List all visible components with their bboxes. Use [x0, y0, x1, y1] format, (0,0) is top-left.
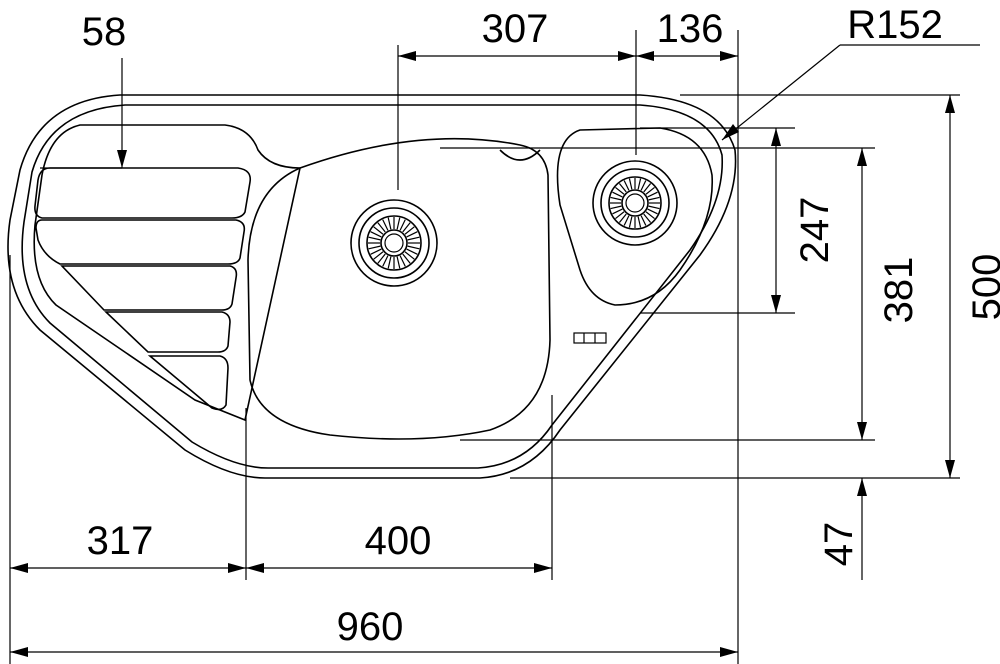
- drainer-groove-4: [104, 311, 231, 353]
- strainer-slot: [377, 253, 386, 264]
- strainer-slot: [377, 222, 386, 233]
- strainer-slot: [373, 251, 384, 260]
- strainer-slot: [396, 256, 401, 269]
- label-400: 400: [365, 519, 432, 563]
- dim-960: [10, 647, 738, 657]
- drainer-groove-5: [147, 355, 229, 411]
- strainer-slot: [368, 236, 381, 241]
- drainer-groove-1: [34, 167, 252, 219]
- main-drain: [350, 199, 438, 287]
- drainer-groove-3: [60, 265, 238, 311]
- label-317: 317: [87, 519, 154, 563]
- strainer-slot: [402, 222, 411, 233]
- strainer-slot: [648, 196, 660, 201]
- sink-inner-rim: [21, 104, 724, 469]
- strainer-slot: [404, 251, 415, 260]
- strainer-slot: [370, 248, 382, 255]
- dim-136: [635, 30, 739, 664]
- strainer-slot: [407, 245, 420, 250]
- small-drain: [592, 160, 678, 246]
- dim-317-400: [9, 255, 553, 664]
- strainer-slot: [407, 236, 420, 241]
- drainer-inner-edge: [33, 124, 301, 422]
- strainer-slot: [645, 211, 655, 220]
- strainer-slot: [404, 226, 415, 235]
- strainer-slot: [637, 178, 642, 190]
- label-136: 136: [657, 7, 724, 51]
- dim-500: [510, 94, 960, 479]
- strainer-slot: [647, 191, 658, 198]
- strainer-slot: [628, 216, 633, 228]
- strainer-slot: [615, 186, 625, 195]
- strainer-slot: [640, 215, 647, 226]
- strainer-slot: [399, 219, 406, 231]
- strainer-slot: [647, 208, 658, 215]
- label-960: 960: [337, 605, 404, 649]
- strainer-slot: [618, 183, 627, 193]
- main-bowl-rim-curve: [499, 149, 541, 161]
- label-381: 381: [877, 257, 921, 324]
- strainer-slot: [382, 255, 389, 267]
- dim-47: [857, 478, 867, 580]
- strainer-slot: [645, 186, 655, 195]
- strainer-slot: [406, 231, 418, 238]
- strainer-slot: [623, 215, 630, 226]
- strainer-slot: [396, 217, 401, 230]
- strainer-slot: [643, 183, 652, 193]
- strainer-slot: [615, 211, 625, 220]
- strainer-slot: [387, 217, 392, 230]
- overflow-slot: [573, 332, 607, 344]
- label-500: 500: [965, 254, 1000, 321]
- strainer-slot: [612, 191, 623, 198]
- strainer-slot: [640, 180, 647, 191]
- dim-307: [397, 45, 636, 190]
- label-r152: R152: [847, 3, 943, 47]
- drainer-groove-2: [35, 219, 246, 265]
- strainer-slot: [637, 216, 642, 228]
- dim-58: [40, 58, 127, 169]
- dim-247: [640, 127, 795, 314]
- strainer-slot: [643, 213, 652, 223]
- strainer-slot: [612, 208, 623, 215]
- strainer-slot: [406, 248, 418, 255]
- strainer-slot: [623, 180, 630, 191]
- label-47: 47: [817, 522, 861, 567]
- label-307: 307: [482, 7, 549, 51]
- strainer-slot: [610, 205, 622, 210]
- strainer-slot: [618, 213, 627, 223]
- label-247: 247: [793, 197, 837, 264]
- small-bowl: [556, 127, 714, 306]
- strainer-slot: [387, 256, 392, 269]
- dim-381: [440, 147, 875, 441]
- strainer-slot: [399, 255, 406, 267]
- sink-outer-rim: [7, 94, 737, 479]
- strainer-slot: [648, 205, 660, 210]
- strainer-slot: [610, 196, 622, 201]
- strainer-slot: [368, 245, 381, 250]
- strainer-slot: [382, 219, 389, 231]
- label-58: 58: [82, 10, 127, 54]
- strainer-slot: [373, 226, 384, 235]
- strainer-slot: [370, 231, 382, 238]
- main-bowl: [247, 137, 551, 440]
- strainer-slot: [628, 178, 633, 190]
- dim-r152: [721, 44, 980, 141]
- strainer-slot: [402, 253, 411, 264]
